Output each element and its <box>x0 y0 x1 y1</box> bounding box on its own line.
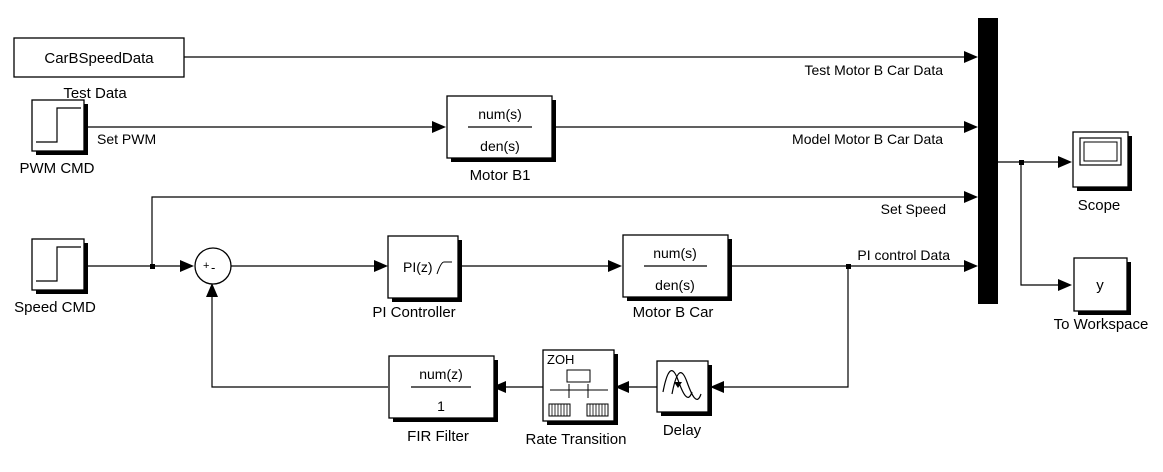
branch-point <box>150 264 155 269</box>
block-text: ZOH <box>547 352 574 367</box>
sum-block[interactable]: + - <box>194 247 232 285</box>
zoh-hold-icon <box>566 369 591 383</box>
wire-bus-to-workspace <box>1020 162 1058 286</box>
signal-label-test-motor: Test Motor B Car Data <box>805 62 944 78</box>
signal-label-model-motor: Model Motor B Car Data <box>792 131 943 147</box>
motor-b1-block[interactable]: num(s) den(s) Motor B1 <box>446 95 556 184</box>
zoh-sample-icon <box>548 403 571 417</box>
scope-block[interactable]: Scope <box>1072 131 1132 214</box>
block-label: Speed CMD <box>14 299 96 316</box>
block-frame <box>656 360 709 413</box>
numerator: num(s) <box>653 245 697 261</box>
from-workspace-block[interactable]: CarBSpeedData Test Data <box>13 37 185 102</box>
arrowhead <box>964 191 978 203</box>
block-label: FIR Filter <box>407 428 469 445</box>
block-label: Motor B Car <box>633 304 714 321</box>
pwm-cmd-step-block[interactable]: PWM CMD <box>20 99 95 177</box>
delay-block[interactable]: Delay <box>656 360 712 439</box>
wire-fir-to-sum <box>211 296 388 388</box>
step-icon <box>36 246 81 282</box>
numerator: num(z) <box>419 366 463 382</box>
wire-set-speed <box>151 196 964 266</box>
sum-plus: + <box>203 260 209 272</box>
wire-feedback-to-delay <box>723 266 849 388</box>
arrowhead <box>1058 279 1072 291</box>
block-label: Rate Transition <box>526 431 627 448</box>
block-label: To Workspace <box>1054 316 1149 333</box>
delay-wave-icon <box>662 370 693 398</box>
block-text: CarBSpeedData <box>44 50 154 67</box>
zoh-sample-stripes <box>589 404 606 416</box>
signal-label-set-speed: Set Speed <box>881 201 946 217</box>
zoh-sample-stripes <box>551 404 568 416</box>
arrowhead <box>492 381 506 393</box>
signal-label-set-pwm: Set PWM <box>97 131 156 147</box>
block-text: PI(z) <box>403 259 433 275</box>
arrowhead <box>1058 156 1072 168</box>
motor-b-car-block[interactable]: num(s) den(s) Motor B Car <box>622 234 732 321</box>
arrowhead <box>615 381 629 393</box>
arrowhead <box>180 260 194 272</box>
arrowhead <box>206 283 218 297</box>
denominator: den(s) <box>655 277 695 293</box>
block-label: Test Data <box>63 85 127 102</box>
block-label: Scope <box>1078 197 1121 214</box>
arrowhead <box>964 121 978 133</box>
arrowhead <box>964 51 978 63</box>
block-frame <box>13 37 185 78</box>
denominator: 1 <box>437 398 445 414</box>
arrowhead <box>432 121 446 133</box>
block-label: PWM CMD <box>20 160 95 177</box>
delay-arrow-icon <box>674 382 682 388</box>
rate-transition-block[interactable]: ZOH Rate Transition <box>526 349 627 448</box>
arrowhead <box>608 260 622 272</box>
step-icon <box>36 107 81 143</box>
signal-lines <box>86 51 1072 393</box>
block-label: PI Controller <box>372 304 455 321</box>
pi-curve-icon <box>436 261 452 275</box>
block-frame <box>1073 257 1128 312</box>
arrowhead <box>964 260 978 272</box>
block-label: Delay <box>663 422 702 439</box>
zoh-sample-icon <box>586 403 609 417</box>
delay-wave-icon <box>671 372 702 400</box>
mux-bar[interactable] <box>978 18 998 304</box>
numerator: num(s) <box>478 106 522 122</box>
sum-circle <box>194 247 232 285</box>
arrowhead <box>374 260 388 272</box>
block-frame <box>387 235 459 299</box>
block-text: y <box>1096 277 1104 294</box>
to-workspace-block[interactable]: y To Workspace <box>1054 257 1149 333</box>
block-label: Motor B1 <box>470 167 531 184</box>
scope-screen-inner <box>1083 141 1118 162</box>
signal-label-pi-control: PI control Data <box>857 247 950 263</box>
fir-filter-block[interactable]: num(z) 1 FIR Filter <box>388 355 498 445</box>
pi-controller-block[interactable]: PI(z) PI Controller <box>372 235 462 321</box>
speed-cmd-step-block[interactable]: Speed CMD <box>14 238 96 316</box>
arrowhead <box>710 381 724 393</box>
sum-minus: - <box>211 260 215 275</box>
denominator: den(s) <box>480 138 520 154</box>
